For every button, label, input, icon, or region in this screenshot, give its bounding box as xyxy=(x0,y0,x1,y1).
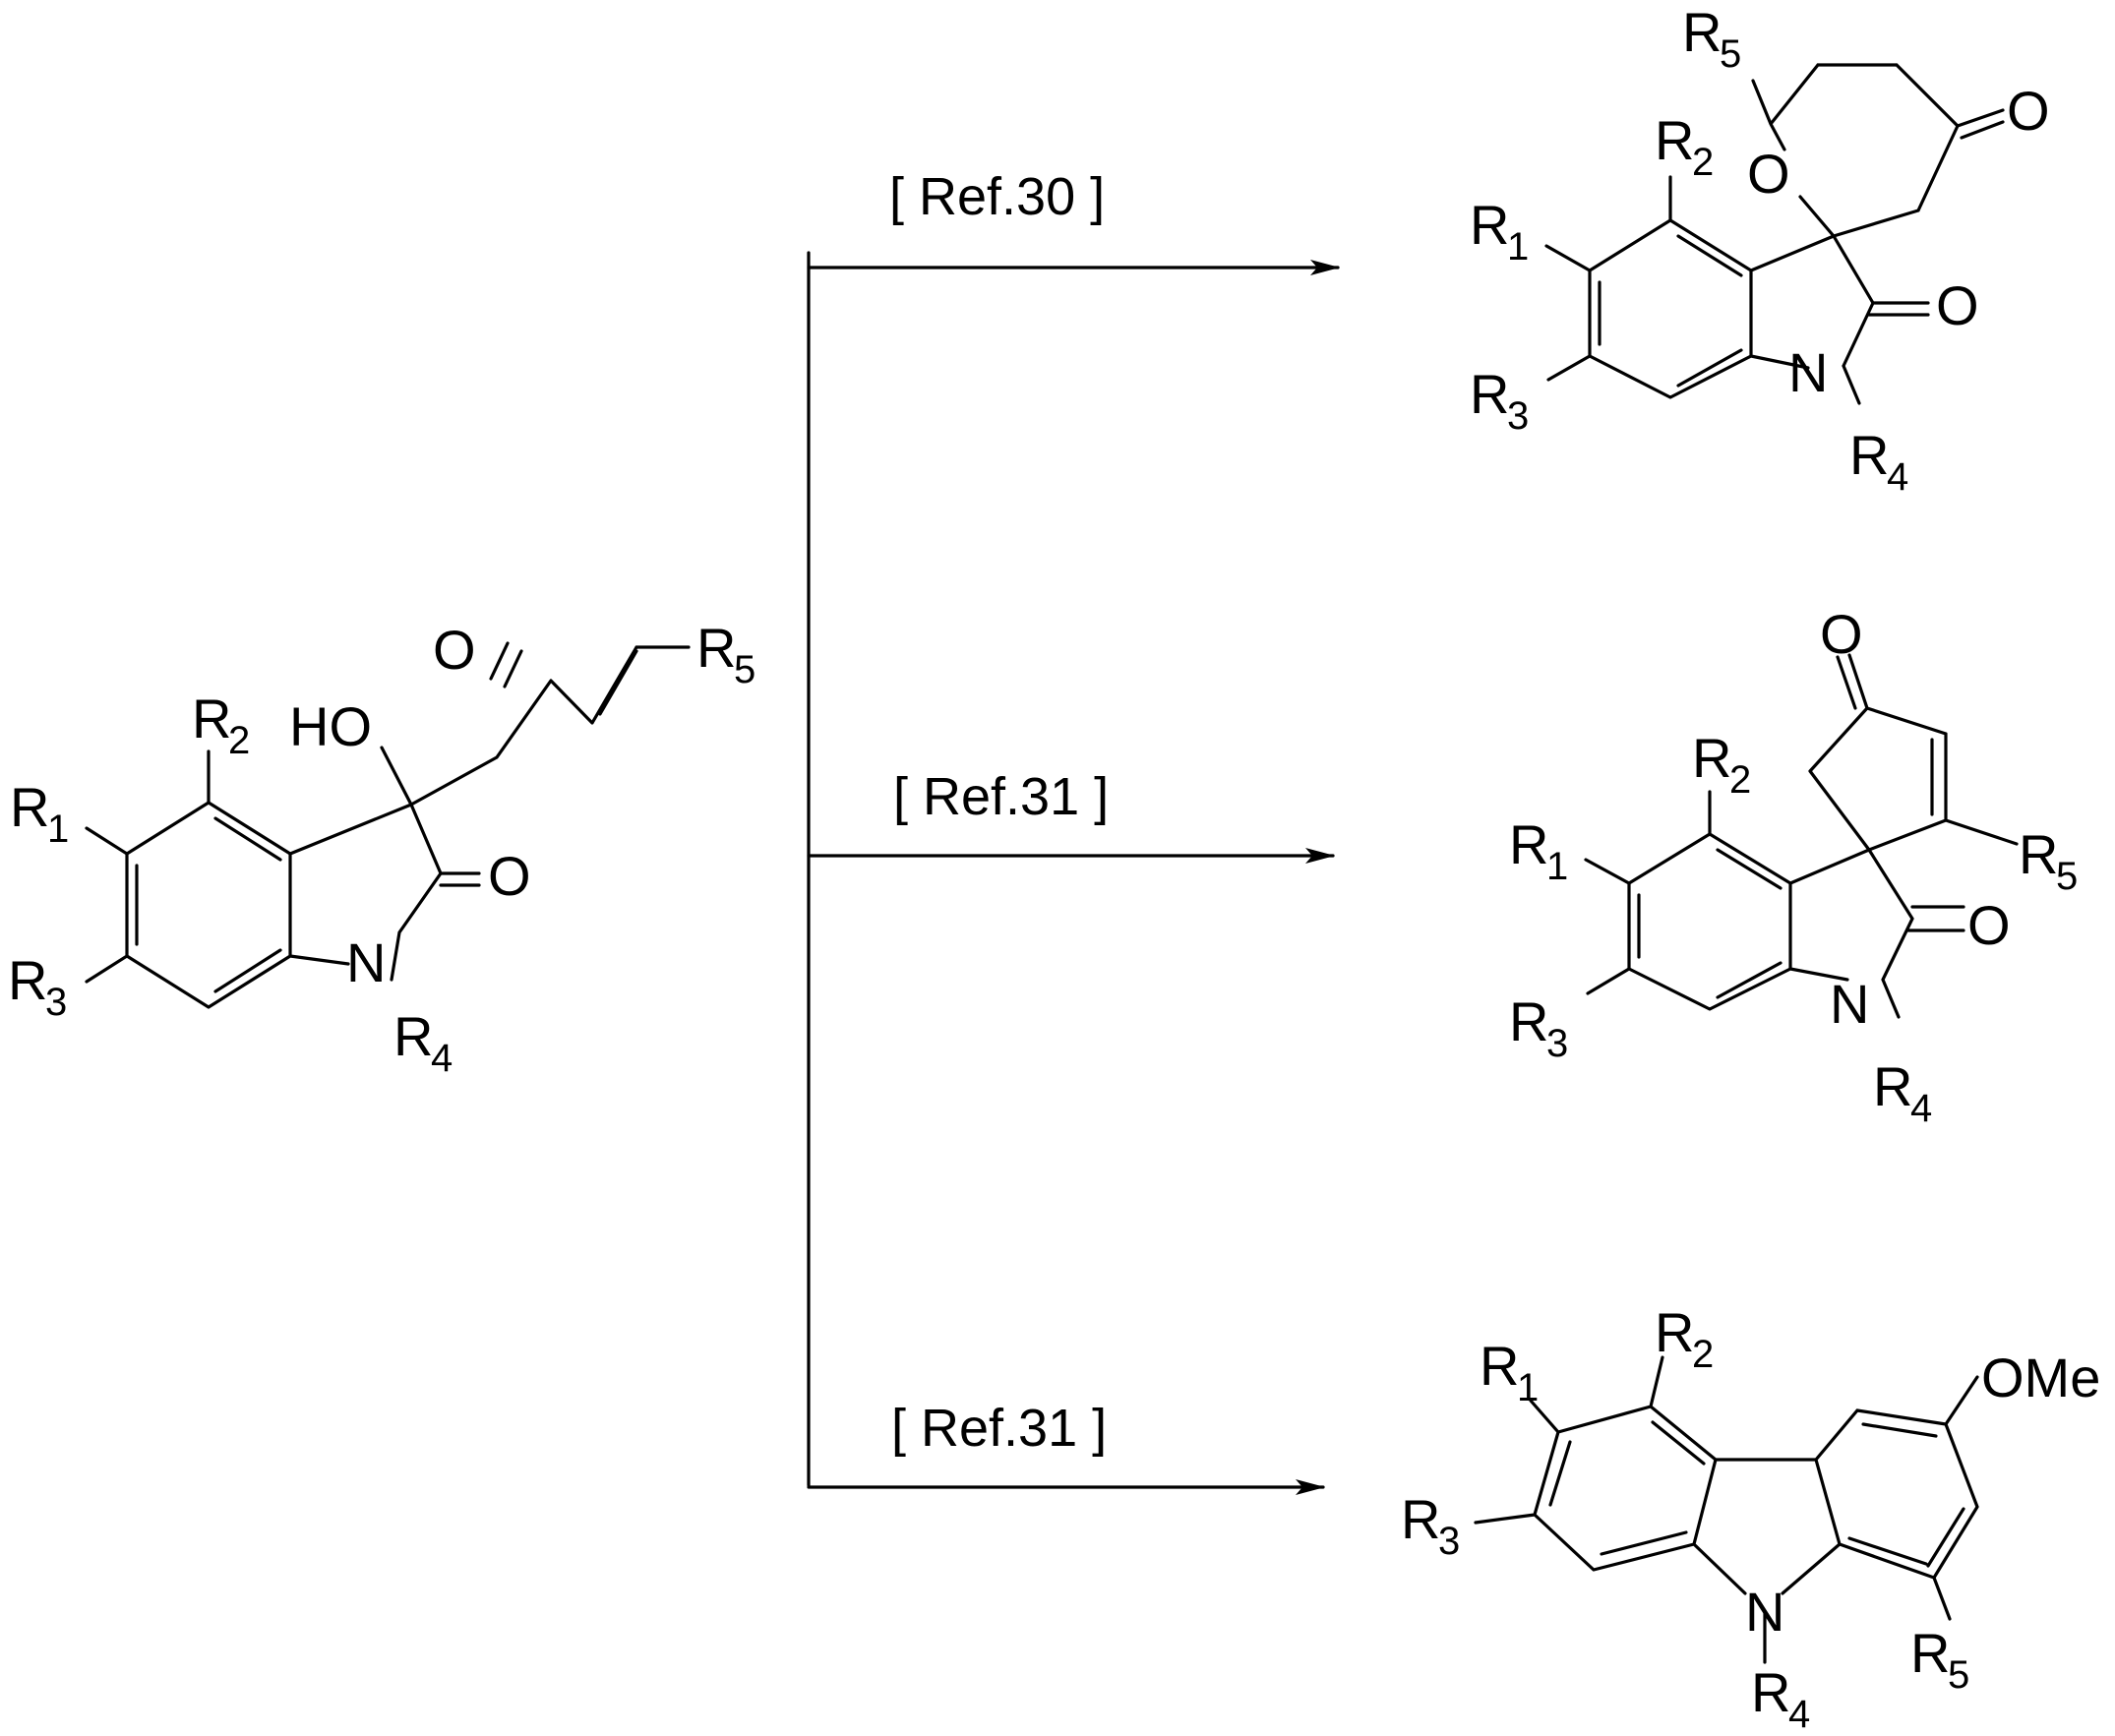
p1-lactam-oxygen: O xyxy=(1936,274,1979,336)
p3-r4-label: R 4 xyxy=(1751,1661,1810,1736)
svg-text:3: 3 xyxy=(1507,394,1529,438)
p3-bonds xyxy=(1474,1355,1979,1664)
svg-text:5: 5 xyxy=(2056,855,2078,898)
svg-text:R: R xyxy=(8,949,47,1011)
sm-r4-label: R 4 xyxy=(393,1005,453,1080)
svg-text:2: 2 xyxy=(1729,758,1751,802)
p3-methoxy-label: OMe xyxy=(1981,1347,2100,1408)
reaction-arrows: [ Ref.30 ] [ Ref.31 ] [ Ref.31 ] xyxy=(807,167,1340,1495)
p1-ring-oxygen: O xyxy=(1747,143,1790,205)
svg-text:R: R xyxy=(1873,1055,1912,1117)
p1-r2-label: R 2 xyxy=(1655,109,1714,184)
ref-label-bottom: [ Ref.31 ] xyxy=(891,1399,1107,1458)
svg-text:3: 3 xyxy=(1546,1022,1568,1065)
product-spiro-pyranone: R 2 R 1 R 3 N R 4 O O O R 5 xyxy=(1470,1,2050,499)
sm-lactam-oxygen: O xyxy=(488,845,531,907)
p3-r1-label: R 1 xyxy=(1480,1335,1539,1409)
p1-r1-label: R 1 xyxy=(1470,194,1529,269)
p2-r2-label: R 2 xyxy=(1692,727,1751,802)
p1-ketone-oxygen: O xyxy=(2007,80,2050,142)
p1-bonds xyxy=(1544,63,2005,405)
sm-r2-label: R 2 xyxy=(192,688,250,762)
svg-text:4: 4 xyxy=(1788,1693,1810,1736)
p2-bonds xyxy=(1584,653,2019,1019)
p3-r3-label: R 3 xyxy=(1401,1488,1460,1563)
p2-lactam-oxygen: O xyxy=(1967,894,2011,956)
sm-nitrogen: N xyxy=(346,931,386,993)
p2-ketone-oxygen: O xyxy=(1820,603,1863,665)
svg-text:R: R xyxy=(1692,727,1731,789)
starting-material: R 2 R 1 R 3 HO O N R 4 O R 5 xyxy=(8,617,755,1080)
p3-nitrogen: N xyxy=(1745,1581,1784,1643)
svg-text:R: R xyxy=(1751,1661,1790,1723)
svg-text:R: R xyxy=(1480,1335,1519,1397)
p2-r5-label: R 5 xyxy=(2019,823,2078,898)
svg-text:R: R xyxy=(696,617,736,679)
p2-nitrogen: N xyxy=(1830,973,1869,1035)
ref-label-top: [ Ref.30 ] xyxy=(889,167,1105,226)
svg-text:1: 1 xyxy=(1507,225,1529,269)
p2-r4-label: R 4 xyxy=(1873,1055,1932,1130)
sm-hydroxyl-label: HO xyxy=(289,695,372,757)
svg-text:5: 5 xyxy=(734,648,755,691)
svg-text:R: R xyxy=(1509,990,1548,1052)
svg-text:R: R xyxy=(1849,424,1889,486)
p2-r1-label: R 1 xyxy=(1509,813,1568,888)
ref-label-middle: [ Ref.31 ] xyxy=(893,767,1109,826)
svg-text:R: R xyxy=(1655,1301,1694,1363)
sm-ketone-oxygen: O xyxy=(433,619,476,681)
svg-text:R: R xyxy=(1682,1,1722,63)
svg-text:R: R xyxy=(393,1005,433,1067)
svg-text:1: 1 xyxy=(47,808,69,851)
p1-r4-label: R 4 xyxy=(1849,424,1908,499)
p1-r5-label: R 5 xyxy=(1682,1,1741,76)
svg-text:R: R xyxy=(2019,823,2058,885)
svg-text:1: 1 xyxy=(1546,845,1568,888)
svg-text:R: R xyxy=(1509,813,1548,875)
svg-text:R: R xyxy=(192,688,231,749)
p1-r3-label: R 3 xyxy=(1470,363,1529,438)
product-carbazole: R 2 R 1 R 3 N R 4 OMe R 5 xyxy=(1401,1301,2100,1736)
svg-text:1: 1 xyxy=(1517,1366,1539,1409)
svg-text:5: 5 xyxy=(1948,1653,1969,1697)
svg-text:2: 2 xyxy=(228,719,250,762)
p2-r3-label: R 3 xyxy=(1509,990,1568,1065)
svg-text:R: R xyxy=(1655,109,1694,171)
p3-r5-label: R 5 xyxy=(1910,1622,1969,1697)
sm-r5-label: R 5 xyxy=(696,617,755,691)
svg-text:2: 2 xyxy=(1692,1333,1714,1376)
svg-text:5: 5 xyxy=(1720,32,1741,76)
sm-r1-label: R 1 xyxy=(10,776,69,851)
svg-text:R: R xyxy=(1401,1488,1440,1550)
svg-text:3: 3 xyxy=(45,981,67,1024)
svg-text:4: 4 xyxy=(431,1037,453,1080)
p3-r2-label: R 2 xyxy=(1655,1301,1714,1376)
svg-text:R: R xyxy=(1470,363,1509,425)
svg-text:3: 3 xyxy=(1438,1520,1460,1563)
svg-text:R: R xyxy=(1910,1622,1950,1684)
svg-text:2: 2 xyxy=(1692,141,1714,184)
svg-text:4: 4 xyxy=(1910,1087,1932,1130)
sm-bonds xyxy=(85,641,691,1009)
svg-text:R: R xyxy=(1470,194,1509,256)
svg-text:R: R xyxy=(10,776,49,838)
product-spiro-cyclopentenone: R 2 R 1 R 3 N R 4 O O R 5 xyxy=(1509,603,2078,1130)
svg-text:4: 4 xyxy=(1887,455,1908,499)
p1-ketone-double-bond xyxy=(1960,120,2005,140)
p1-nitrogen: N xyxy=(1788,341,1828,403)
sm-r3-label: R 3 xyxy=(8,949,67,1024)
